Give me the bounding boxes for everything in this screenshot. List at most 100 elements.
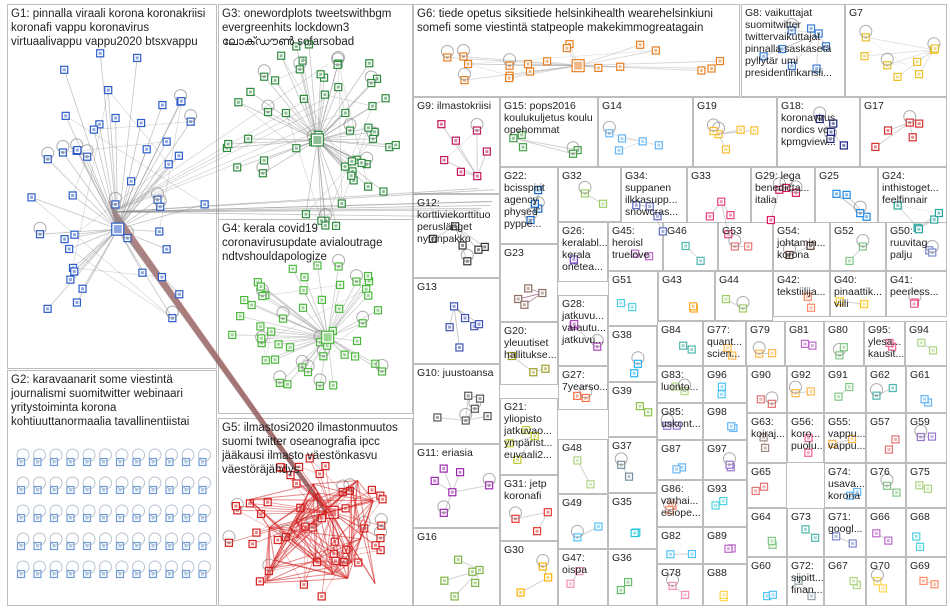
group-cell-g74: G74: usava... korona [824,463,866,508]
group-label: G32 [562,170,582,182]
group-cell-g5: G5: ilmastosi2020 ilmastonmuutos suomi t… [218,418,413,606]
group-cell-g56: G56: koro... puolu... [787,413,824,463]
group-cell-g69: G69 [906,557,947,606]
group-label: G5: ilmastosi2020 ilmastonmuutos suomi t… [222,422,398,476]
group-label: G96 [707,369,727,381]
group-cell-g39: G39 [608,382,657,437]
group-label: G3: onewordplots tweetswithbgm evergreen… [222,8,392,48]
group-cell-g82: G82 [657,527,703,564]
group-cell-g40: G40: pinaattik... viili [830,271,886,317]
group-label: G13 [417,281,437,293]
group-label: G65 [751,466,771,478]
group-label: G47: oispa [562,552,588,576]
group-label: G36 [612,552,632,564]
group-label: G57 [870,416,890,428]
group-cell-g83: G83: luonto... [657,366,703,403]
group-label: G68 [910,511,930,523]
group-label: G82 [661,530,681,542]
group-label: G95: ylesa... kausit... [868,324,905,360]
group-label: G89 [707,530,727,542]
group-cell-g92: G92 [787,366,824,413]
group-label: G78 [661,567,681,579]
group-label: G88 [707,567,727,579]
group-cell-g67: G67 [824,557,866,606]
group-cell-g10: G10: juustoansa [413,364,500,444]
group-label: G90 [751,369,771,381]
group-cell-g7: G7 [845,4,947,97]
group-cell-g80: G80 [824,321,864,366]
group-label: G63: koiraj... [751,416,785,440]
group-cell-g2: G2: karavaanarit some viestintä journali… [7,370,217,606]
group-label: G37 [612,440,632,452]
group-cell-g48: G48 [558,439,608,494]
group-label: G62 [870,369,890,381]
group-label: G94 [909,324,929,336]
group-cell-g3: G3: onewordplots tweetswithbgm evergreen… [218,4,413,239]
group-cell-g59: G59 [906,413,947,463]
group-cell-g17: G17 [860,97,947,167]
group-label: G16 [417,531,437,543]
group-cell-g31: G31: jetp koronafi [500,475,558,541]
group-label: G6: tiede opetus siksitiede helsinkiheal… [417,8,713,34]
group-cell-g18: G18: koronavirus nordics vc kpmgview... [777,97,860,167]
group-label: G48 [562,442,582,454]
group-cell-g6: G6: tiede opetus siksitiede helsinkiheal… [413,4,740,97]
group-cell-g85: G85: uskont... [657,403,703,440]
group-cell-g32: G32 [558,167,621,222]
group-label: G30 [504,544,524,556]
group-label: G46 [667,225,687,237]
group-cell-g14: G14 [598,97,693,167]
group-cell-g19: G19 [693,97,777,167]
group-cell-g66: G66 [866,508,906,557]
group-label: G64 [751,511,771,523]
group-cell-g51: G51 [608,271,658,326]
group-label: G86: varhai... esiope... [661,483,701,519]
group-label: G91 [828,369,848,381]
group-cell-g53: G53 [718,222,773,271]
group-cell-g75: G75 [906,463,947,508]
group-label: G41: peerless... [890,274,939,298]
group-label: G28: jatkuvu... varautu... jatkuvu... [562,298,606,346]
group-label: G25 [819,170,839,182]
group-cell-g54: G54: johtamin... korona [773,222,830,271]
group-label: G59 [910,416,930,428]
group-label: G24: inthistoget... feelfinnair [882,170,939,206]
group-label: G71: googl... [828,511,863,535]
group-label: G92 [791,369,811,381]
group-cell-g68: G68 [906,508,947,557]
group-label: G50: ruuvitag palju [890,225,928,261]
group-label: G23 [504,247,524,259]
group-cell-g55: G55: vappu... vappu... [824,413,866,463]
group-label: G43 [662,274,682,286]
group-cell-g9: G9: ilmastokriisi [413,97,500,194]
group-cell-g49: G49 [558,494,608,549]
group-cell-g21: G21: yliopisto jatkuvao... ympärist... e… [500,398,558,475]
group-cell-g95: G95: ylesa... kausit... [864,321,905,366]
group-label: G34: suppanen ilkkasupp... snowcras... [625,170,679,218]
group-label: G49 [562,497,582,509]
group-label: G31: jetp koronafi [504,478,547,502]
group-cell-g44: G44 [715,271,773,321]
group-label: G81 [789,324,809,336]
group-label: G84 [661,324,681,336]
group-label: G93 [707,483,727,495]
group-label: G29: lega benedicta... italia [755,170,810,206]
group-label: G70 [870,560,890,572]
group-label: G98 [707,406,727,418]
group-cell-g94: G94 [905,321,947,366]
group-cell-g15: G15: pops2016 koulukuljetus koulu opehom… [500,97,598,167]
group-cell-g81: G81 [785,321,824,366]
group-label: G80 [828,324,848,336]
group-label: G39 [612,385,632,397]
group-label: G40: pinaattik... viili [834,274,882,310]
group-cell-g28: G28: jatkuvu... varautu... jatkuvu... [558,295,608,366]
group-cell-g90: G90 [747,366,787,413]
group-cell-g87: G87 [657,440,703,480]
group-label: G97 [707,443,727,455]
group-cell-g72: G72: sijoitt... finan... [787,557,824,606]
group-cell-g36: G36 [608,549,657,606]
group-label: G10: juustoansa [417,367,494,379]
group-cell-g60: G60 [747,557,787,606]
group-label: G55: vappu... vappu... [828,416,866,452]
